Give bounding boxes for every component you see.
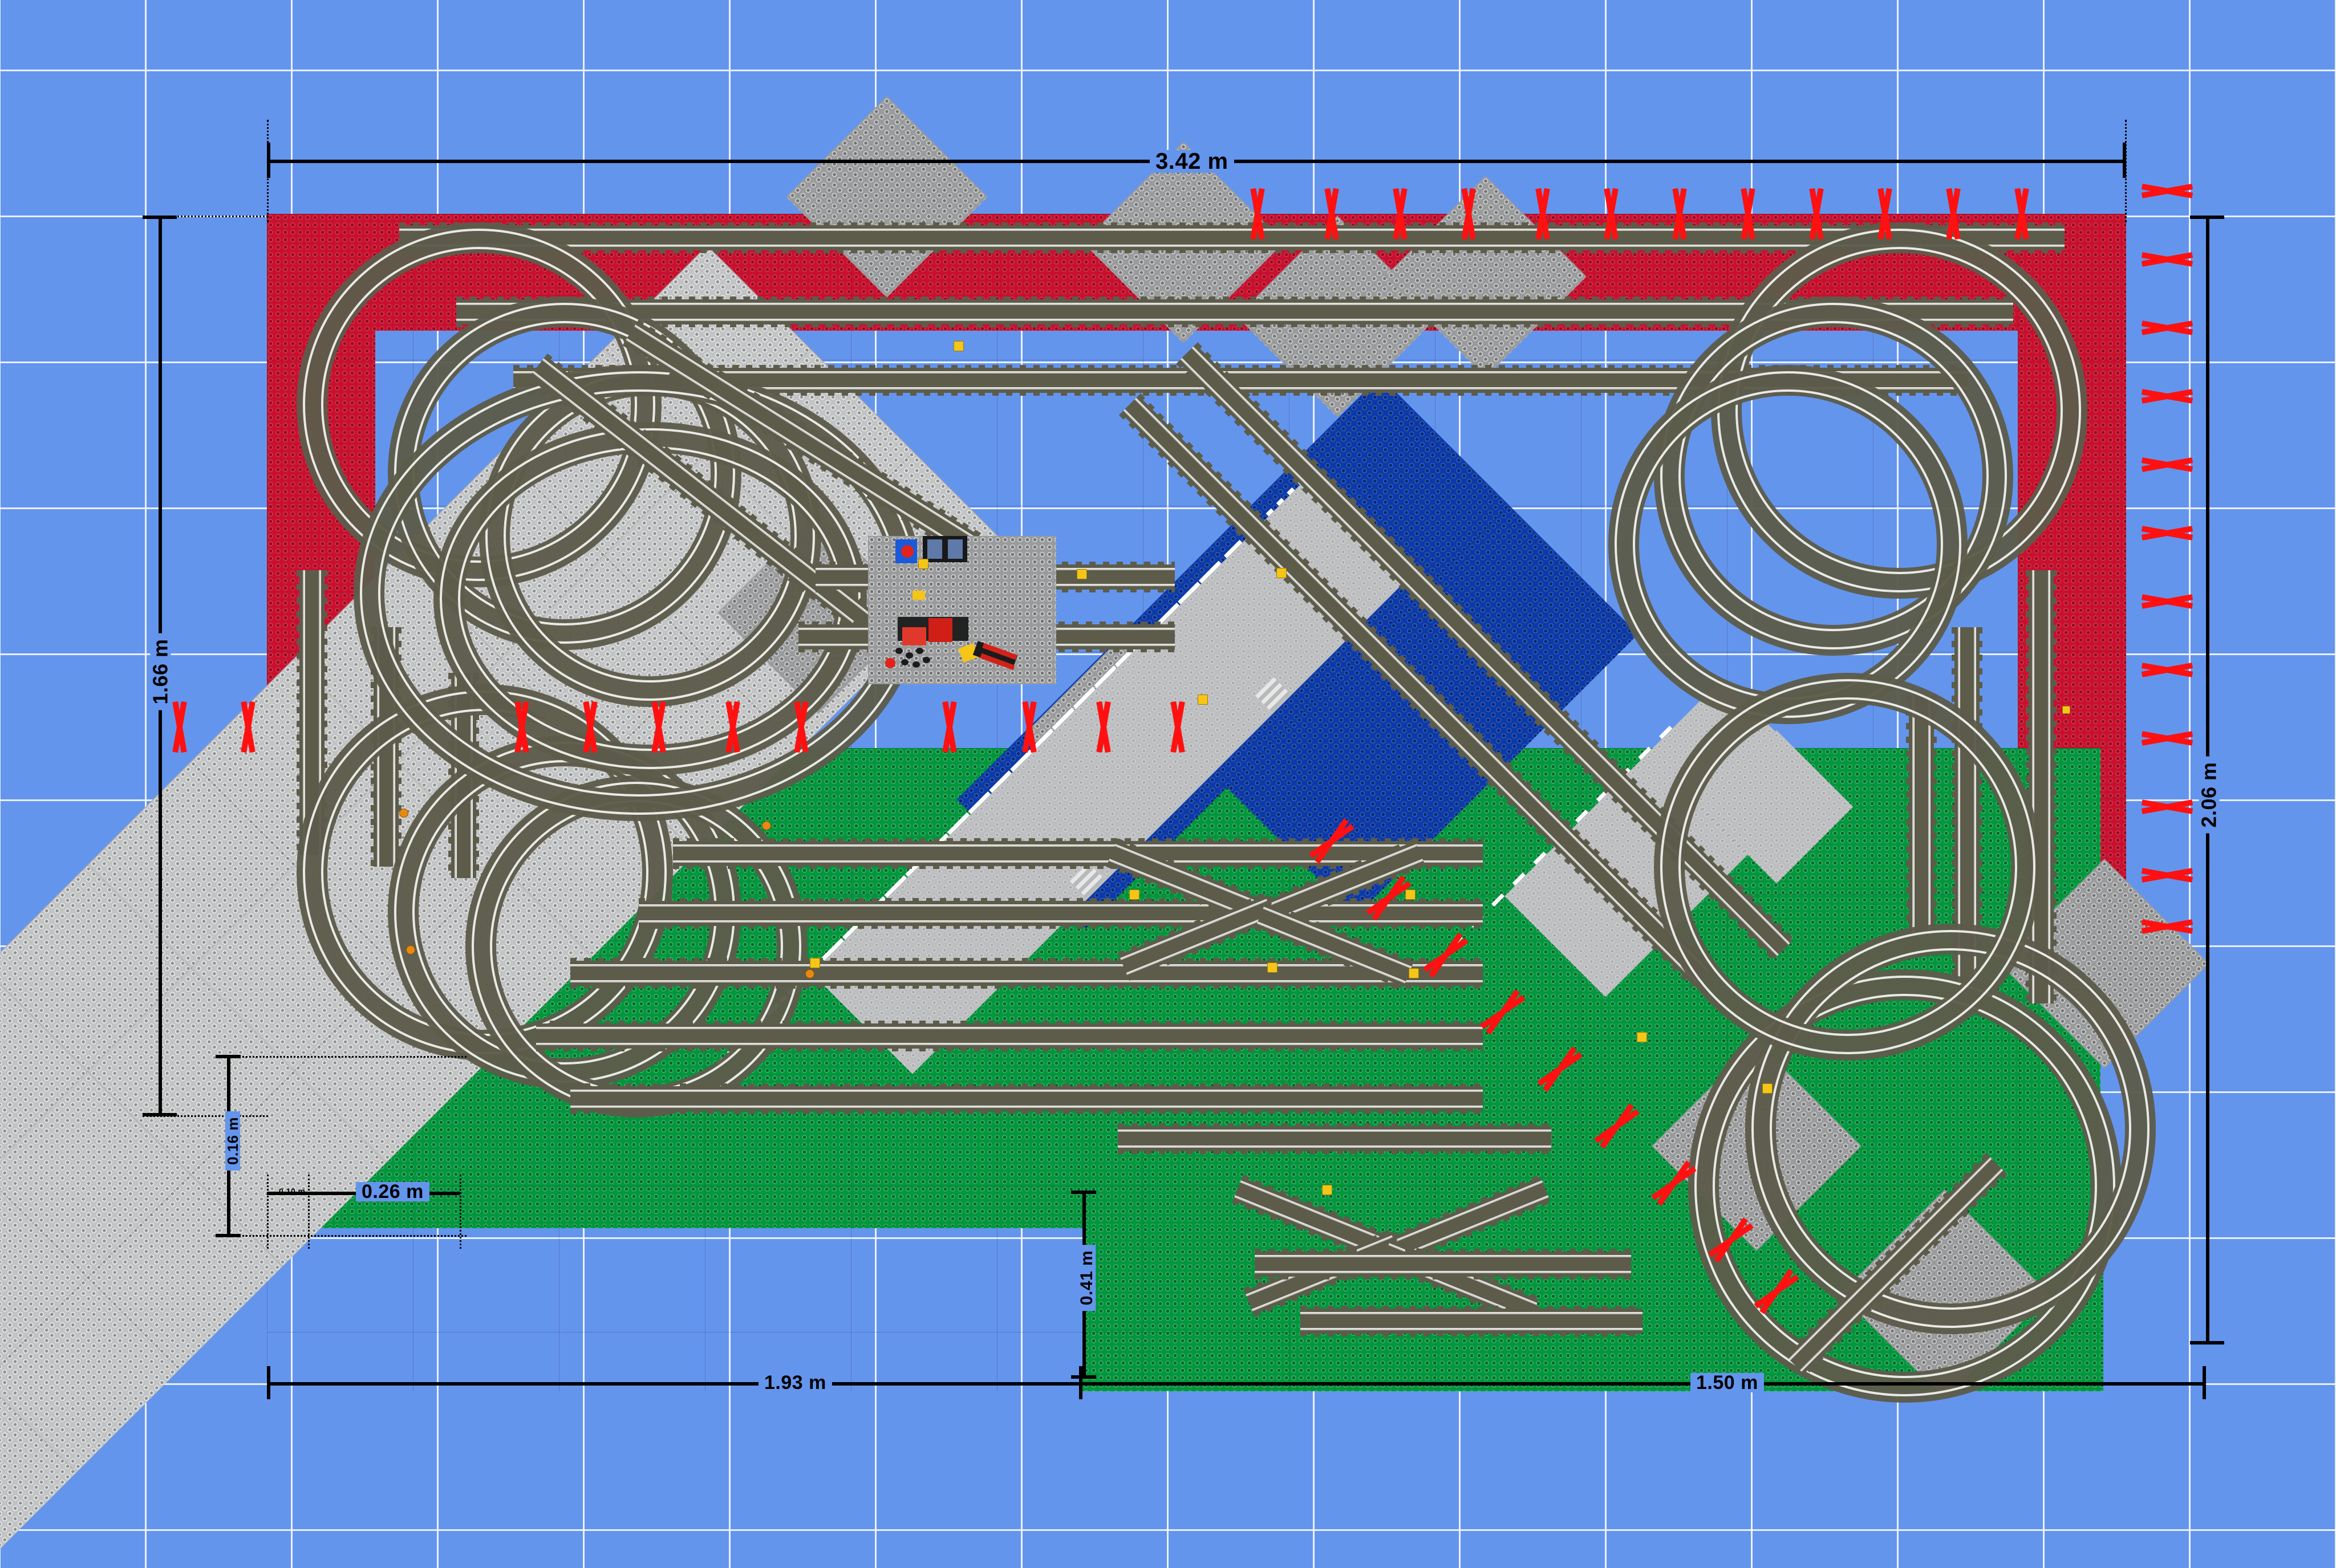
dimension-label-inset-height: 0.16 m xyxy=(224,1111,241,1171)
extension-line-inset-top xyxy=(216,1056,467,1058)
extension-line-026-mid xyxy=(308,1175,310,1249)
baseplate-green-lower-left xyxy=(267,1226,1082,1228)
dimension-tick-top-right xyxy=(2123,143,2126,178)
connection-marker-x xyxy=(2141,867,2193,884)
yellow-plate-small xyxy=(912,591,925,600)
dimension-label-top-width: 3.42 m xyxy=(1150,150,1234,173)
track-straight-right-outer xyxy=(2026,570,2057,1004)
switch-marker-orange xyxy=(399,809,408,818)
dimension-tick-bl-right xyxy=(1079,1366,1082,1399)
dimension-label-left-height: 1.66 m xyxy=(149,633,172,710)
dimension-tick-bl-left xyxy=(267,1366,270,1399)
connection-marker-x xyxy=(2141,388,2193,405)
track-rail-top-right-third-b xyxy=(1633,389,1943,700)
coal-piece-4 xyxy=(901,659,909,665)
connection-marker-x xyxy=(2141,730,2193,747)
depot-detail-area xyxy=(868,536,1056,684)
connection-marker-x xyxy=(2141,456,2193,473)
switch-marker-orange xyxy=(406,945,415,954)
track-spiral-inner-rail-b xyxy=(458,446,842,751)
switch-crossover-lower xyxy=(1231,1175,1551,1326)
switch-marker-yellow xyxy=(2062,706,2070,714)
track-bottom-branch-3 xyxy=(1300,1306,1642,1337)
dimension-tick-notch-bottom xyxy=(1071,1375,1096,1379)
connection-marker-x xyxy=(2141,319,2193,336)
switch-marker-yellow xyxy=(1198,694,1208,705)
dimension-tick-br-right xyxy=(2203,1366,2206,1399)
loco-cab-red xyxy=(902,627,926,645)
connection-marker-x xyxy=(2141,251,2193,268)
dimension-label-notch-height: 0.41 m xyxy=(1077,1244,1096,1311)
connection-marker-x xyxy=(2141,525,2193,542)
extension-line-026-left xyxy=(267,1175,269,1249)
coal-piece-5 xyxy=(912,661,920,668)
track-yard-2 xyxy=(639,898,1483,929)
dimension-tick-notch-top xyxy=(1071,1191,1096,1194)
cabinet-panel-right xyxy=(948,539,963,559)
cabinet-panel-left xyxy=(927,539,942,559)
dimension-label-010: 0.10 m xyxy=(279,1187,306,1196)
switch-marker-orange xyxy=(762,821,771,830)
extension-line-inset-bottom xyxy=(216,1235,467,1237)
switch-marker-yellow xyxy=(1077,569,1087,579)
connection-marker-x xyxy=(171,701,188,753)
extension-line-left-top xyxy=(143,216,268,217)
baseplate-gray-diamond-6 xyxy=(1385,176,1587,377)
coal-piece-6 xyxy=(923,657,930,663)
extension-line-026-right xyxy=(460,1175,461,1249)
dimension-line-bottom-left xyxy=(267,1382,1082,1386)
switch-crossover-upper xyxy=(1106,838,1426,989)
coal-piece-2 xyxy=(906,652,913,659)
connection-marker-x xyxy=(2141,798,2193,815)
dimension-tick-top-left xyxy=(267,143,270,178)
dimension-label-bottom-right: 1.50 m xyxy=(1690,1373,1764,1392)
dimension-label-bottom-left: 1.93 m xyxy=(759,1373,832,1392)
dimension-tick-left-top xyxy=(143,216,177,219)
dimension-tick-left-bottom xyxy=(143,1113,177,1116)
coal-piece-3 xyxy=(916,648,923,654)
dimension-label-026: 0.26 m xyxy=(356,1182,429,1201)
track-straight-top-outer xyxy=(399,222,2065,253)
dimension-label-right-height: 2.06 m xyxy=(2197,756,2221,834)
track-yard-4 xyxy=(536,1021,1483,1051)
loco-boiler-red xyxy=(928,618,952,642)
red-round-brick xyxy=(901,545,914,558)
connection-marker-x xyxy=(2141,661,2193,679)
extension-line-left-bottom xyxy=(143,1115,268,1117)
track-bottom-branch-2 xyxy=(1255,1249,1631,1279)
switch-marker-yellow xyxy=(1322,1185,1332,1195)
track-rail-right-return-b xyxy=(1678,697,2017,1036)
track-bottom-branch-1 xyxy=(1118,1123,1551,1154)
switch-marker-yellow xyxy=(1637,1032,1647,1042)
switch-marker-yellow xyxy=(1409,968,1419,978)
switch-marker-yellow xyxy=(954,341,964,351)
connection-marker-x xyxy=(941,701,958,753)
switch-marker-yellow xyxy=(1129,889,1139,900)
switch-marker-yellow xyxy=(1276,568,1287,578)
switch-marker-yellow xyxy=(1405,889,1416,900)
coal-piece-1 xyxy=(895,648,903,654)
dimension-tick-right-bottom xyxy=(2190,1341,2224,1344)
track-yard-3 xyxy=(570,958,1483,989)
switch-marker-orange xyxy=(805,969,814,978)
switch-marker-yellow xyxy=(1762,1083,1773,1094)
switch-marker-yellow xyxy=(810,958,820,968)
track-rail-right-return-a xyxy=(1660,679,2035,1054)
switch-marker-yellow xyxy=(918,559,928,569)
switch-marker-yellow xyxy=(1267,962,1278,973)
connection-marker-x xyxy=(2141,593,2193,610)
connection-marker-x xyxy=(2141,182,2193,200)
dimension-line-bottom-right xyxy=(1082,1382,2206,1386)
track-yard-5 xyxy=(570,1083,1483,1114)
minifig-red xyxy=(885,658,895,668)
dimension-tick-right-top xyxy=(2190,216,2224,219)
